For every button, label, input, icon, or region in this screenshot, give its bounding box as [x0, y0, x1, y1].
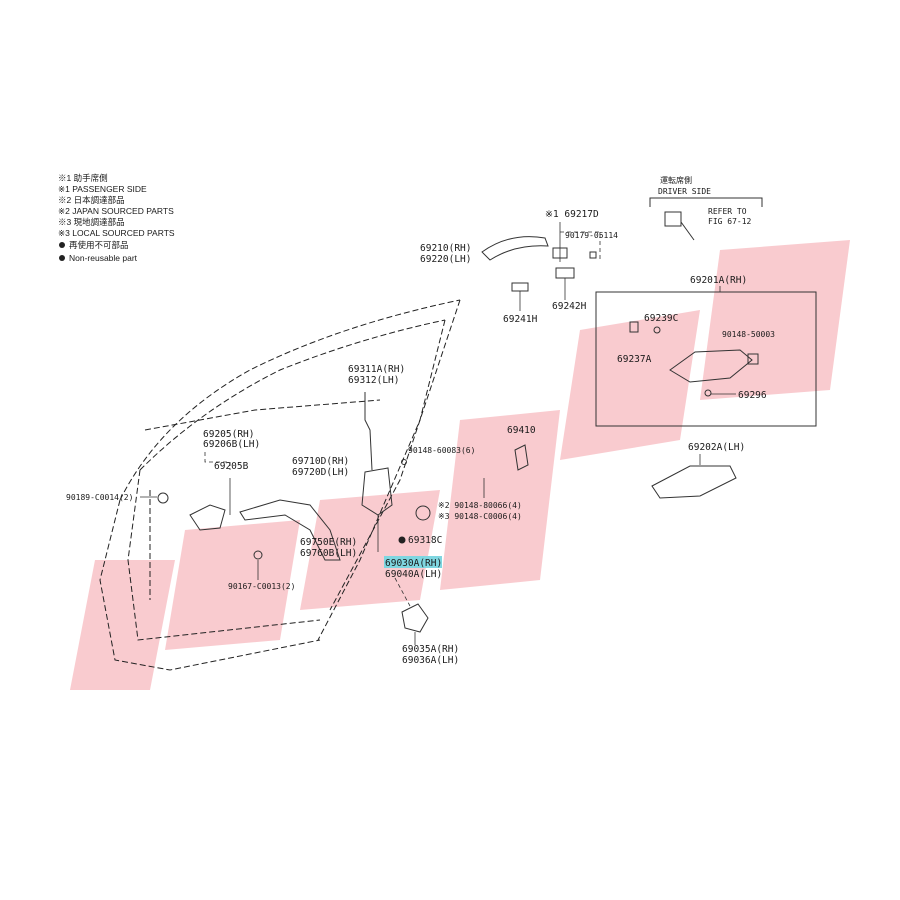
label-69242H: 69242H: [552, 301, 587, 312]
driver-side-inset: 運転席側 DRIVER SIDE REFER TO FIG 67-12: [649, 175, 763, 241]
label-90148-C0006: ※3 90148-C0006(4): [438, 512, 522, 521]
label-69210: 69210(RH): [420, 243, 471, 254]
non-reusable-icon: [59, 255, 65, 261]
lh-lock: 69202A(LH): [651, 442, 745, 499]
label-69202A: 69202A(LH): [688, 442, 745, 453]
driver-side-jp: 運転席側: [660, 175, 692, 185]
label-69220: 69220(LH): [420, 254, 471, 265]
label-90148-50003: 90148-50003: [722, 330, 775, 339]
label-69710D: 69710D(RH): [292, 456, 349, 467]
label-69296: 69296: [738, 390, 767, 401]
legend-line-7: 再使用不可部品: [69, 240, 129, 250]
label-69035A: 69035A(RH): [402, 644, 459, 655]
label-90167: 90167-C0013(2): [228, 582, 295, 591]
legend-line-8: Non-reusable part: [69, 253, 138, 263]
legend-line-3: ※2 日本調達部品: [58, 195, 125, 205]
legend: ※1 助手席側 ※1 PASSENGER SIDE ※2 日本調達部品 ※2 J…: [58, 173, 175, 263]
legend-line-6: ※3 LOCAL SOURCED PARTS: [58, 228, 175, 238]
legend-line-2: ※1 PASSENGER SIDE: [58, 184, 147, 194]
label-69311A: 69311A(RH): [348, 364, 405, 375]
label-90189: 90189-C0014(2): [66, 493, 133, 502]
label-69030A: 69030A(RH): [385, 558, 442, 569]
door-check-group: 69710D(RH) 69720D(LH) 69750E(RH) 69760B(…: [239, 456, 357, 561]
label-69036A: 69036A(LH): [402, 655, 459, 666]
label-90179: 90179-05114: [565, 231, 618, 240]
regulator-area: 69311A(RH) 69312(LH) 69410 90148-60083(6…: [348, 364, 536, 580]
label-69239C: 69239C: [644, 313, 678, 324]
label-69720D: 69720D(LH): [292, 467, 349, 478]
label-90148-80066: ※2 90148-80066(4): [438, 501, 522, 510]
refer-fig: FIG 67-12: [708, 217, 752, 226]
highlight-box: [384, 556, 442, 568]
legend-line-1: ※1 助手席側: [58, 173, 108, 183]
label-69201A: 69201A(RH): [690, 275, 747, 286]
lock-assembly-box: 69201A(RH) 69239C 90148-50003 69237A 692…: [595, 275, 817, 427]
outer-handle-group: ※1 69217D 90179-05114 69210(RH) 69220(LH…: [420, 209, 618, 325]
label-69318C: 69318C: [408, 535, 442, 546]
label-69750E: 69750E(RH): [300, 537, 357, 548]
label-69241H: 69241H: [503, 314, 538, 325]
watermark-logo: [70, 240, 850, 690]
hinge-group: 69205(RH) 69206B(LH) 69205B 90189-C0014(…: [66, 429, 295, 591]
legend-line-4: ※2 JAPAN SOURCED PARTS: [58, 206, 174, 216]
label-69217D: ※1 69217D: [545, 209, 599, 220]
label-69410: 69410: [507, 425, 536, 436]
label-69237A: 69237A: [617, 354, 652, 365]
non-reusable-icon: [59, 242, 65, 248]
label-90148-60083: 90148-60083(6): [408, 446, 475, 455]
legend-line-5: ※3 現地調達部品: [58, 217, 125, 227]
label-69205B: 69205B: [214, 461, 249, 472]
door-outline: [99, 299, 461, 671]
label-69760B: 69760B(LH): [300, 548, 357, 559]
driver-side-en: DRIVER SIDE: [658, 187, 711, 196]
label-69312: 69312(LH): [348, 375, 399, 386]
label-69040A: 69040A(LH): [385, 569, 442, 580]
refer-to: REFER TO: [708, 207, 747, 216]
label-69205: 69205(RH): [203, 429, 254, 440]
label-69206B: 69206B(LH): [203, 439, 260, 450]
striker-group: 69035A(RH) 69036A(LH): [394, 577, 459, 666]
